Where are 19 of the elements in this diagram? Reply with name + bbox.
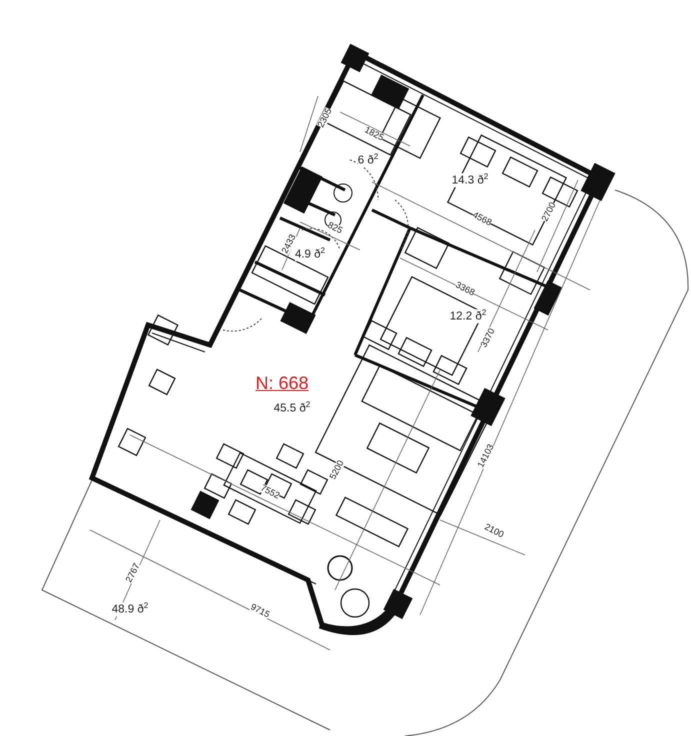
dimension-label: 1825 bbox=[363, 125, 385, 143]
dimension-label: 3368 bbox=[454, 280, 476, 298]
area-label: 14.3 ð$^{2}$ bbox=[452, 173, 488, 187]
area-label: 48.9 ð$^{2}$ bbox=[112, 602, 148, 616]
area-label: 4.9 ð$^{2}$ bbox=[294, 247, 326, 261]
apartment-number: N: 668 bbox=[255, 374, 309, 392]
dimension-label: 4568 bbox=[471, 210, 493, 228]
dimension-label: 2700 bbox=[540, 201, 558, 223]
dimension-label: 9715 bbox=[249, 602, 271, 620]
dimension-label: 5200 bbox=[328, 459, 346, 481]
dimension-label: 2100 bbox=[483, 522, 505, 540]
dimension-label: 7552 bbox=[259, 483, 281, 501]
dimension-label: 3370 bbox=[479, 327, 497, 349]
area-label: 12.2 ð$^{2}$ bbox=[450, 309, 486, 323]
area-label: 6 ð$^{2}$ bbox=[358, 153, 378, 167]
dimension-label: 2305 bbox=[316, 107, 334, 129]
dimension-label: 825 bbox=[326, 220, 344, 236]
area-label: 45.5 ð$^{2}$ bbox=[274, 401, 310, 415]
dimension-label: 2767 bbox=[124, 562, 142, 584]
